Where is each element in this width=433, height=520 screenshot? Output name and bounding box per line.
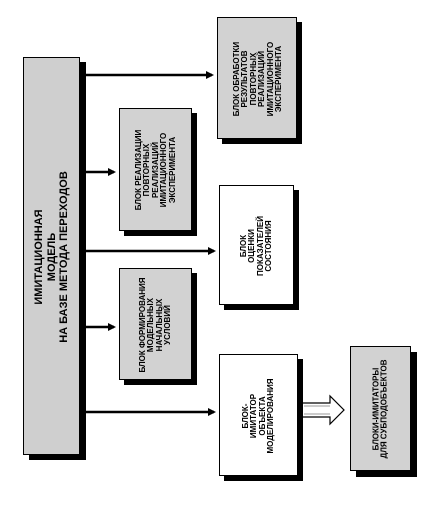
realization-label: БЛОК РЕАЛИЗАЦИИ ПОВТОРНЫХ РЕАЛИЗАЦИЙ ИМИ… [134,130,177,211]
main-label-line-1: ИМИТАЦИОННАЯ [33,209,46,305]
state-assessment-block: БЛОК ОЦЕНКИ ПОКАЗАТЕЛЕЙ СОСТОЯНИЯ [219,185,294,305]
subobjects-line-2: ДЛЯ СУБПОДОБЪЕКТОВ [380,359,389,459]
processing-results-label: БЛОК ОБРАБОТКИ РЕЗУЛЬТАТОВ ПОВТОРНЫХ РЕА… [232,42,283,117]
hollow-arrow-to-subobjects [300,394,345,426]
object-imitator-label: БЛОК- ИМИТАТОР ОБЪЕКТА МОДЕЛИРОВАНИЯ [241,378,276,454]
main-model-label: ИМИТАЦИОННАЯ МОДЕЛЬ НА БАЗЕ МЕТОДА ПЕРЕХ… [33,171,71,343]
realization-block: БЛОК РЕАЛИЗАЦИИ ПОВТОРНЫХ РЕАЛИЗАЦИЙ ИМИ… [119,108,192,231]
assessment-line-4: СОСТОЯНИЯ [264,220,274,272]
initial-conditions-block: БЛОК ФОРМИРОВАНИЯ МОДЕЛЬНЫХ НАЧАЛЬНЫХ УС… [119,268,192,380]
object-imitator-block: БЛОК- ИМИТАТОР ОБЪЕКТА МОДЕЛИРОВАНИЯ [219,354,298,476]
realization-line-5: ЭКСПЕРИМЕНТА [167,136,177,204]
state-assessment-label: БЛОК ОЦЕНКИ ПОКАЗАТЕЛЕЙ СОСТОЯНИЯ [239,216,274,276]
subobject-imitators-label: БЛОКИ-ИМИТАТОРЫ ДЛЯ СУБПОДОБЪЕКТОВ [372,359,390,459]
processing-line-6: ЭКСПЕРИМЕНТА [273,45,283,113]
initial-line-4: УСЛОВИЙ [163,305,173,345]
main-label-line-3: НА БАЗЕ МЕТОДА ПЕРЕХОДОВ [58,171,71,343]
subobject-imitators-block: БЛОКИ-ИМИТАТОРЫ ДЛЯ СУБПОДОБЪЕКТОВ [350,346,411,471]
main-label-line-2: МОДЕЛЬ [45,232,58,282]
imitator-line-4: МОДЕЛИРОВАНИЯ [266,378,276,454]
initial-conditions-label: БЛОК ФОРМИРОВАНИЯ МОДЕЛЬНЫХ НАЧАЛЬНЫХ УС… [138,277,173,372]
main-model-block: ИМИТАЦИОННАЯ МОДЕЛЬ НА БАЗЕ МЕТОДА ПЕРЕХ… [23,57,80,455]
processing-results-block: БЛОК ОБРАБОТКИ РЕЗУЛЬТАТОВ ПОВТОРНЫХ РЕА… [217,17,297,139]
